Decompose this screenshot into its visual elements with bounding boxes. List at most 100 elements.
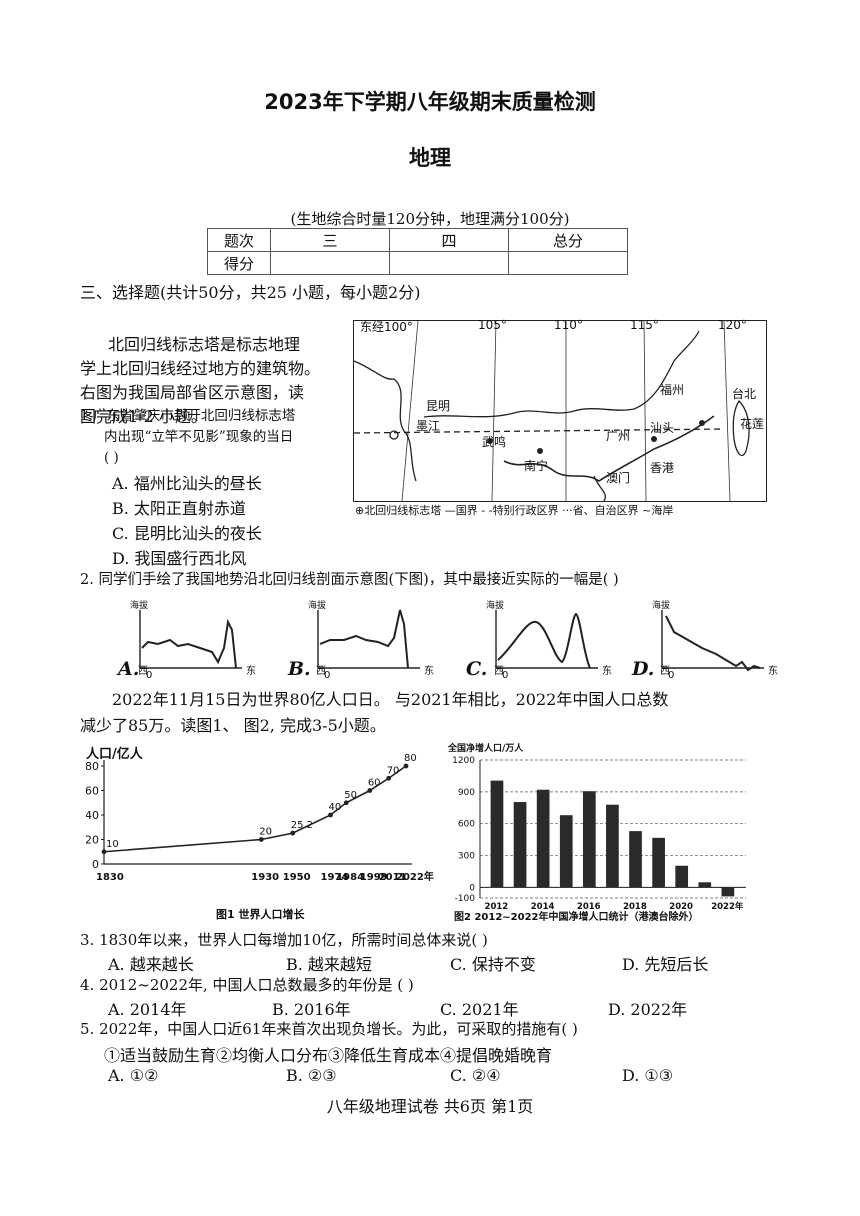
chart2-x-tick-label: 2014	[531, 902, 555, 912]
chart1-point-label: 50	[344, 790, 357, 801]
profile-label-c[interactable]: C.	[466, 658, 488, 680]
score-cell: 总分	[508, 228, 628, 252]
profile-label-a[interactable]: A.	[118, 658, 140, 680]
longitude-label: 东经100°	[360, 320, 413, 334]
map-legend: ⊕北回归线标志塔 —国界 - -特别行政区界 ···省、自治区界 ~海岸	[355, 504, 674, 517]
chart2-y-tick-label: 900	[458, 788, 475, 798]
profile-west: 西	[494, 666, 504, 677]
q5-measures: ①适当鼓励生育②均衡人口分布③降低生育成本④提倡晚婚晚育	[104, 1046, 553, 1065]
city-label: 汕头	[650, 421, 675, 435]
chart2-x-tick-label: 2022年	[711, 901, 744, 912]
q1-stem: 内出现“立竿不见影”现象的当日	[104, 429, 294, 445]
exam-subject: 地理	[409, 146, 451, 170]
profile-zero: 0	[502, 670, 509, 681]
chart1-title: 图1 世界人口增长	[216, 907, 305, 921]
chart2-bar	[490, 780, 504, 888]
chart2-x-tick-label: 2016	[577, 902, 601, 912]
chart2-y-tick-label: -100	[455, 894, 476, 904]
intro1-line: 图完成1-2 小题。	[80, 407, 207, 426]
q5-stem: 5. 2022年，中国人口近61年来首次出现负增长。为此，可采取的措施有( )	[80, 1020, 578, 1038]
chart2-bar	[675, 865, 689, 888]
chart1-x-tick-label: 1830	[96, 872, 124, 883]
chart1-point-label: 10	[106, 839, 119, 850]
chart1-point-label: 25.2	[291, 820, 313, 831]
profile-label-b[interactable]: B.	[288, 658, 311, 680]
intro1-line: 北回归线标志塔是标志地理	[108, 335, 301, 354]
chart1-point	[101, 849, 107, 855]
chart2-x-tick-label: 2012	[485, 902, 509, 912]
profile-y-label: 海拔	[486, 601, 505, 611]
chart2-y-tick-label: 0	[469, 883, 475, 893]
profile-east: 东	[246, 666, 256, 677]
city-label: 昆明	[426, 399, 451, 413]
q4-option: C. 2021年	[440, 1000, 519, 1019]
profile-d-drawing	[661, 610, 764, 672]
exam-title: 2023年下学期八年级期末质量检测	[264, 90, 596, 114]
city-label: 南宁	[524, 459, 549, 473]
longitude-label: 115°	[630, 318, 659, 332]
profile-b-drawing	[317, 609, 420, 669]
score-cell-blank	[270, 251, 390, 275]
profile-y-label: 海拔	[130, 601, 149, 611]
profile-c-drawing	[495, 610, 598, 669]
chart1-point-label: 70	[387, 765, 400, 776]
city-label: 广州	[606, 429, 631, 443]
q4-stem: 4. 2012~2022年, 中国人口总数最多的年份是 ( )	[80, 976, 414, 994]
q5-option: C. ②④	[450, 1066, 501, 1085]
q4-option: B. 2016年	[272, 1000, 351, 1019]
chart1-point-label: 20	[259, 827, 272, 838]
q1-option: A. 福州比汕头的昼长	[112, 474, 262, 493]
city-label: 台北	[732, 387, 757, 401]
score-cell: 三	[270, 228, 390, 252]
profile-west: 西	[138, 666, 148, 677]
profile-west: 西	[660, 666, 670, 677]
chart2-title: 图2 2012~2022年中国净增人口统计（港澳台除外）	[454, 910, 698, 923]
chart2-y-tick-label: 300	[458, 852, 475, 862]
chart1-point	[328, 812, 333, 818]
chart2-bar	[559, 815, 573, 888]
chart1-x-tick-label: 1999	[360, 872, 388, 883]
chart1-y-tick-label: 20	[86, 834, 99, 847]
score-row-header: 题次 三 四 总分	[207, 228, 628, 252]
chart2-bar	[582, 791, 596, 888]
profile-east: 东	[424, 666, 434, 677]
q1-option: D. 我国盛行西北风	[112, 549, 247, 568]
q3-option: C. 保持不变	[450, 955, 536, 974]
chart2-ylabel: 全国净增人口/万人	[447, 742, 524, 754]
intro1-line: 右图为我国局部省区示意图，读	[80, 383, 305, 402]
chart2-bar	[652, 837, 665, 888]
chart2-bar	[721, 887, 735, 897]
profile-d: 海拔 西 0 东	[640, 596, 800, 682]
chart2-y-tick-label: 1200	[452, 756, 475, 766]
chart1-point	[290, 830, 296, 836]
chart2-bar	[606, 804, 619, 888]
q3-option: D. 先短后长	[622, 955, 709, 974]
profile-zero: 0	[324, 670, 331, 681]
profile-zero: 0	[146, 670, 153, 681]
score-cell-blank	[389, 251, 509, 275]
profile-y-label: 海拔	[308, 601, 327, 611]
profile-a-drawing	[139, 610, 242, 669]
chart1-point-label: 40	[329, 802, 342, 813]
profile-b: 海拔 西 0 东	[296, 596, 456, 682]
chart2-bar	[536, 789, 550, 888]
chart1-point-label: 60	[368, 778, 381, 789]
city-label: 香港	[650, 461, 675, 475]
score-row-score: 得分	[207, 251, 628, 275]
intro1-line: 学上北回归线经过地方的建筑物。	[80, 359, 321, 378]
q1-option: B. 太阳正直射赤道	[112, 499, 246, 518]
china-net-increase-chart: 全国净增人口/万人 图2 2012~2022年中国净增人口统计（港澳台除外） 1…	[446, 742, 754, 924]
chart1-x-tick-label: 2022年	[396, 870, 434, 883]
longitude-label: 110°	[554, 318, 583, 332]
section-heading: 三、选择题(共计50分，共25 小题，每小题2分)	[80, 283, 421, 302]
chart1-y-tick-label: 40	[86, 809, 99, 822]
city-label: 澳门	[606, 471, 631, 485]
profile-label-d[interactable]: D.	[632, 658, 655, 680]
region-map: 东经100° 105° 110° 115° 120° 昆明 墨江 武鸣 南宁 广…	[353, 318, 767, 502]
longitude-label: 105°	[478, 318, 507, 332]
chart2-bar	[629, 831, 642, 888]
city-label: 福州	[660, 383, 685, 397]
longitude-label: 120°	[718, 318, 747, 332]
chart1-x-tick-label: 1974	[321, 872, 349, 883]
chart2-bar	[698, 882, 712, 888]
